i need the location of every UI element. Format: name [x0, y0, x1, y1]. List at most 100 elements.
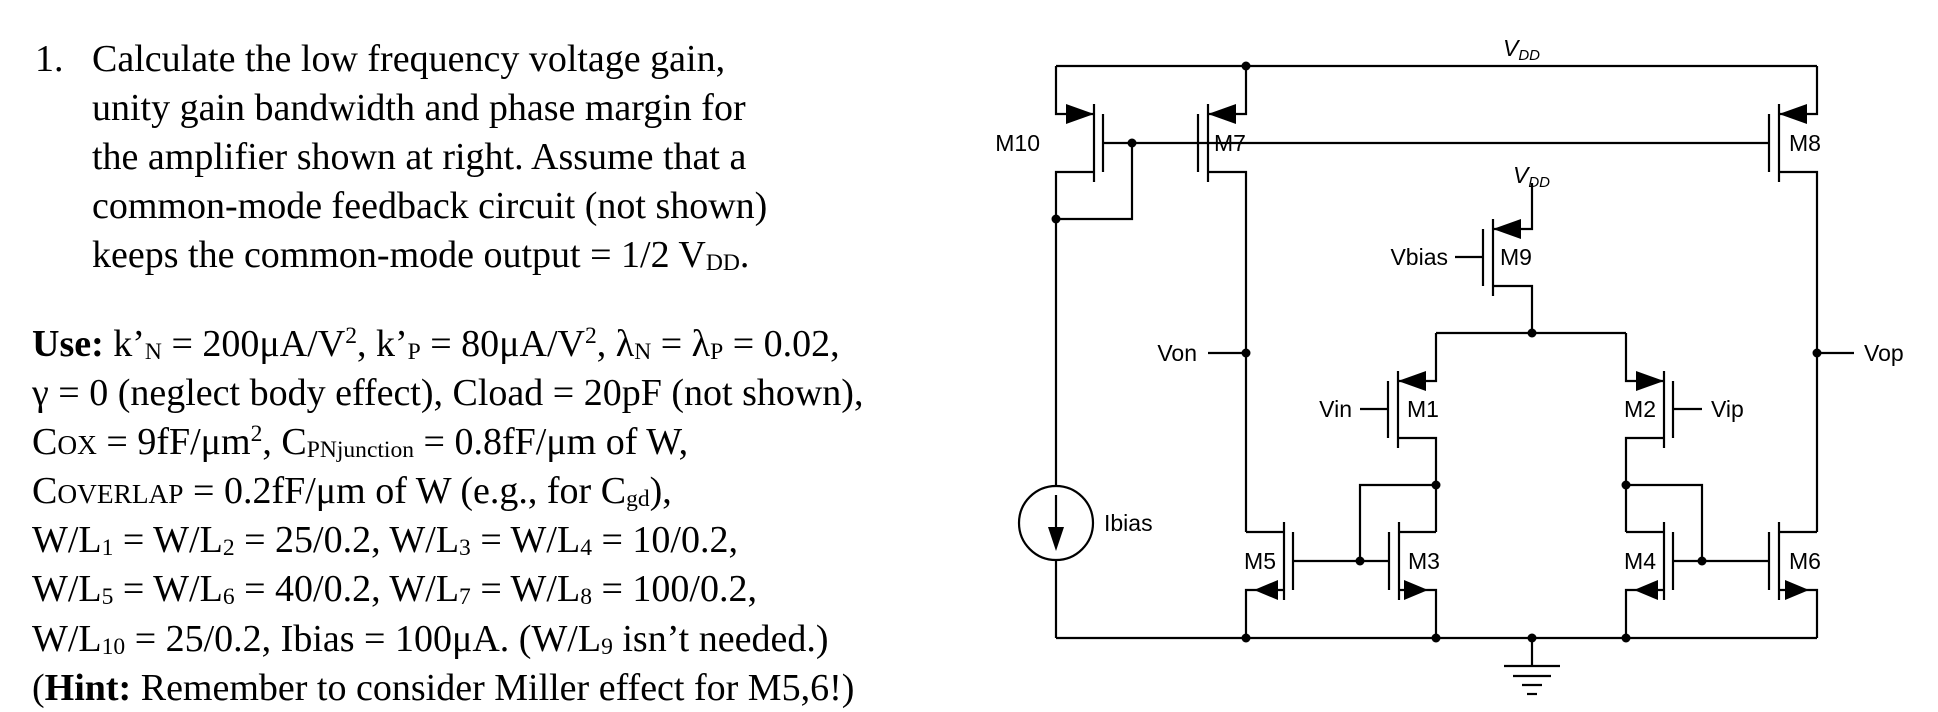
m3-label: M3 — [1408, 548, 1440, 574]
transistor-m8: M8 — [1767, 66, 1821, 353]
lambda-n-sub: N — [634, 338, 652, 365]
text-segment: = W/L — [470, 519, 581, 561]
m6-source-arrow — [1785, 580, 1809, 600]
text-segment: = 25/0.2, W/L — [234, 519, 460, 561]
subscript: 1 — [101, 534, 114, 561]
intro-end: . — [739, 234, 750, 276]
vdd-m9-label: VDD — [1513, 162, 1550, 191]
kn-value: = 200μA/V — [161, 323, 346, 365]
transistor-m4: M4 — [1621, 480, 1769, 638]
lambda-text: , λ — [596, 323, 635, 365]
text-segment: W/L — [32, 618, 102, 660]
m5-label: M5 — [1244, 548, 1276, 574]
m2-label: M2 — [1624, 396, 1656, 422]
kn-sup: 2 — [345, 323, 357, 350]
wl-line-1: W/L1 = W/L2 = 25/0.2, W/L3 = W/L4 = 10/0… — [32, 521, 738, 560]
text-segment: W/L — [32, 568, 102, 610]
kn-text: k’ — [113, 323, 145, 365]
vbias-label: Vbias — [1390, 244, 1448, 270]
intro-line-5-text: keeps the common-mode output = 1/2 V — [92, 234, 706, 276]
transistor-m5: M5 — [1244, 522, 1295, 638]
m6-label: M6 — [1789, 548, 1821, 574]
lambda-p-sub: P — [710, 338, 724, 365]
transistor-m1: M1 Vin — [1319, 333, 1439, 532]
cox-sub: OX — [57, 430, 97, 460]
von-node: Von — [1157, 340, 1251, 532]
ibias-source: Ibias — [1017, 219, 1153, 638]
vdd-rail: VDD — [1056, 35, 1817, 71]
subscript: 2 — [222, 534, 235, 561]
transistor-m9: VDD M9 Vbias — [1390, 162, 1550, 333]
transistor-m7: M7 — [1196, 66, 1248, 353]
hint-text: Remember to consider Miller effect for M… — [131, 667, 855, 709]
subscript: 10 — [101, 633, 126, 660]
m1-label: M1 — [1407, 396, 1439, 422]
m9-source-arrow — [1493, 219, 1521, 239]
subscript: 6 — [222, 583, 235, 610]
cov-value: = 0.2fF/μm of W (e.g., for C — [183, 470, 627, 512]
m4-source-arrow — [1634, 580, 1658, 600]
ibias-label: Ibias — [1104, 510, 1153, 536]
m2-source-arrow — [1636, 371, 1664, 391]
kp-text: , k’ — [356, 323, 408, 365]
text-segment: W/L — [32, 519, 102, 561]
wl-line-3: W/L10 = 25/0.2, Ibias = 100μA. (W/L9 isn… — [32, 620, 828, 659]
cpn-text: , C — [262, 421, 307, 463]
subscript: 3 — [459, 534, 471, 561]
current-arrow-icon — [1048, 527, 1064, 551]
ground-rail — [1056, 633, 1817, 696]
m10-source-arrow — [1066, 104, 1094, 124]
m8-source-arrow — [1779, 104, 1807, 124]
m10-label: M10 — [995, 130, 1040, 156]
intro-line-5: keeps the common-mode output = 1/2 VDD. — [92, 236, 749, 275]
vdd-top-label: VDD — [1503, 35, 1540, 64]
subscript: 8 — [580, 583, 592, 610]
intro-line-2: unity gain bandwidth and phase margin fo… — [92, 87, 746, 129]
use-label: Use: — [32, 323, 104, 365]
vin-label: Vin — [1319, 396, 1352, 422]
transistor-m3: M3 — [1293, 480, 1441, 638]
hint-line: (Hint: Remember to consider Miller effec… — [32, 669, 854, 707]
von-label: Von — [1157, 340, 1197, 366]
subscript: 4 — [580, 534, 592, 561]
lambda-value: = 0.02, — [723, 323, 840, 365]
m4-label: M4 — [1624, 548, 1656, 574]
subscript: 9 — [601, 633, 613, 660]
kp-sub: P — [407, 338, 421, 365]
wl-line-2: W/L5 = W/L6 = 40/0.2, W/L7 = W/L8 = 100/… — [32, 570, 757, 609]
subscript: 5 — [101, 583, 114, 610]
cgd-sub: gd — [626, 485, 650, 512]
m7-label: M7 — [1214, 130, 1246, 156]
cov-smallcaps: OVERLAP — [57, 479, 184, 509]
hint-open: ( — [32, 667, 45, 709]
text-segment: = W/L — [113, 519, 223, 561]
kp-value: = 80μA/V — [420, 323, 585, 365]
cov-end: ), — [649, 470, 672, 512]
m7-source-arrow — [1208, 104, 1236, 124]
kn-sub: N — [144, 338, 162, 365]
params-line-4: COVERLAP = 0.2fF/μm of W (e.g., for Cgd)… — [32, 472, 672, 511]
intro-line-4: common-mode feedback circuit (not shown) — [92, 185, 768, 227]
m1-source-arrow — [1398, 371, 1426, 391]
lambda-eq: = λ — [651, 323, 711, 365]
text-segment: = 10/0.2, — [591, 519, 738, 561]
m9-label: M9 — [1500, 244, 1532, 270]
vdd-subscript: DD — [705, 249, 740, 276]
text-segment: isn’t needed.) — [612, 618, 829, 660]
text-segment: = 100/0.2, — [591, 568, 757, 610]
m8-label: M8 — [1789, 130, 1821, 156]
cox-sup: 2 — [250, 421, 263, 448]
ground-icon — [1504, 664, 1560, 696]
cpn-value: = 0.8fF/μm of W, — [414, 421, 689, 463]
text-segment: = W/L — [470, 568, 581, 610]
text-segment: = W/L — [113, 568, 223, 610]
vop-node: Vop — [1812, 340, 1904, 532]
params-line-1: Use: k’N = 200μA/V2, k’P = 80μA/V2, λN =… — [32, 323, 840, 365]
intro-line-1: Calculate the low frequency voltage gain… — [92, 38, 726, 80]
m5-source-arrow — [1254, 580, 1278, 600]
cox-value: = 9fF/μm — [96, 421, 251, 463]
cox-text: C — [32, 421, 58, 463]
text-segment: = 25/0.2, Ibias = 100μA. (W/L — [125, 618, 602, 660]
transistor-m2: M2 Vip — [1624, 333, 1744, 532]
vop-label: Vop — [1864, 340, 1904, 366]
